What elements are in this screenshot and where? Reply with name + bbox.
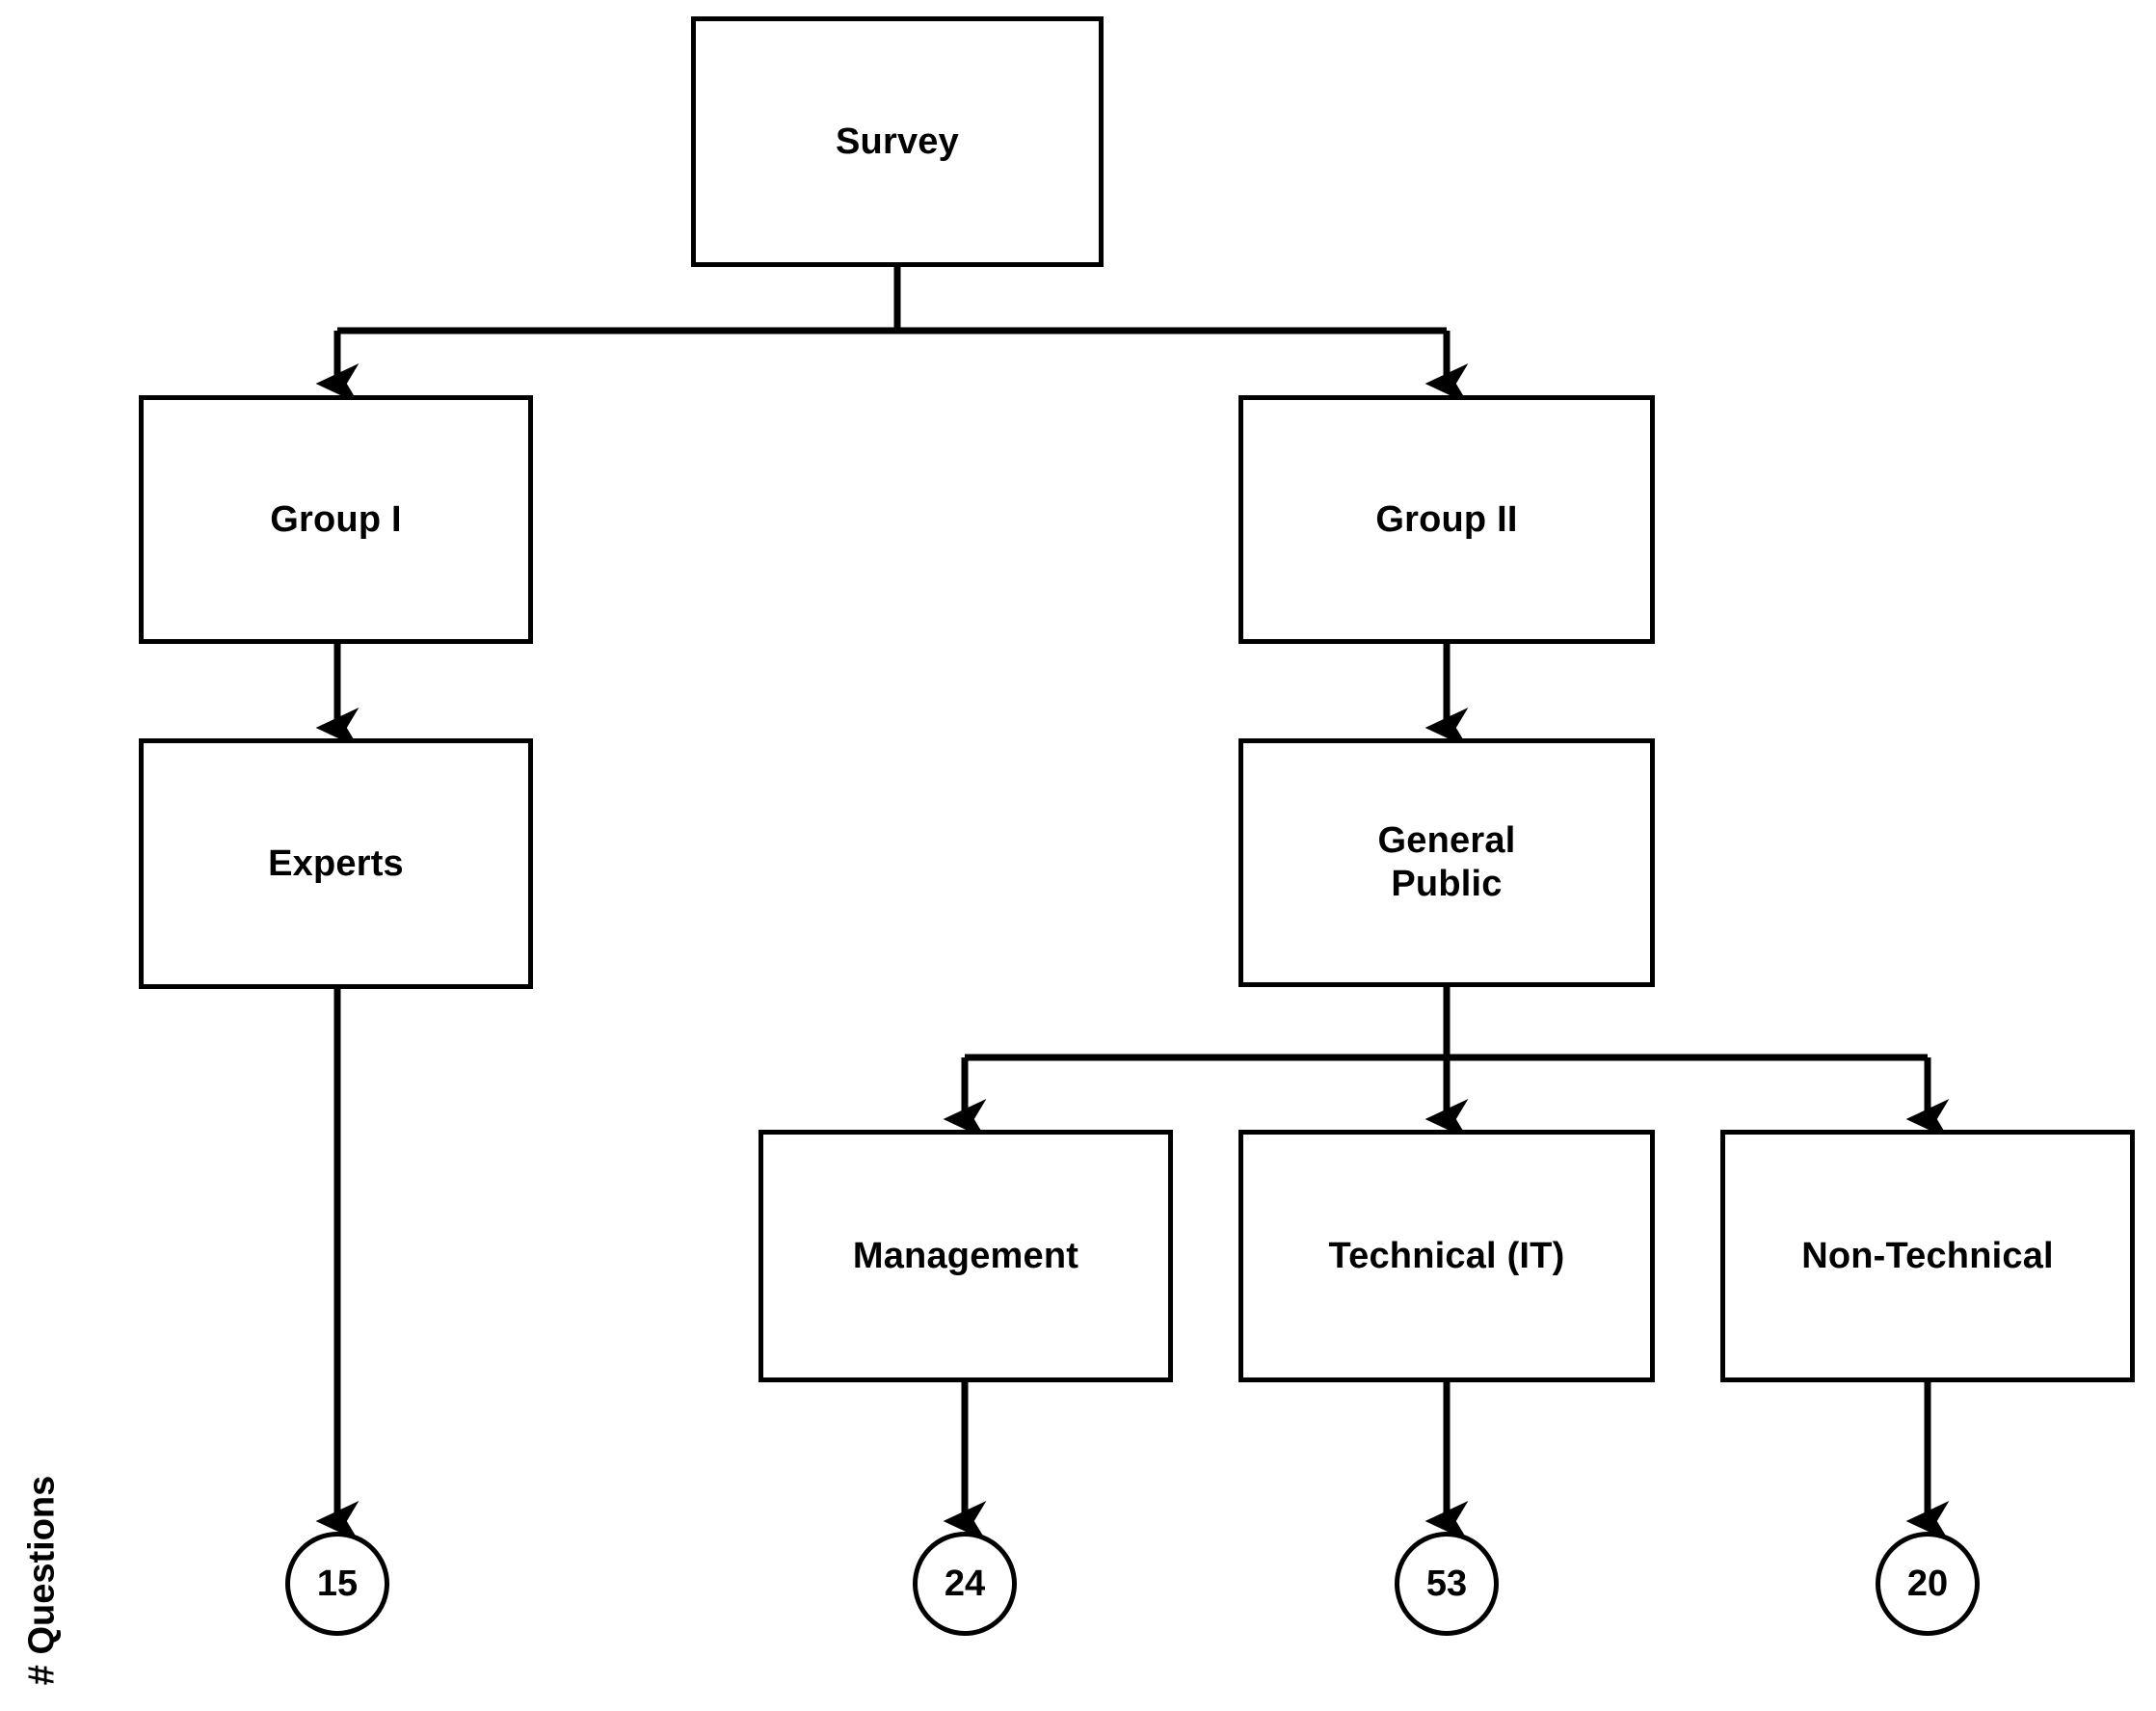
node-group-ii-label: Group II	[1375, 498, 1518, 540]
count-badge-management[interactable]: 24	[913, 1532, 1017, 1636]
node-general-public-label: General Public	[1377, 820, 1516, 904]
node-technical[interactable]: Technical (IT)	[1238, 1130, 1655, 1382]
node-management[interactable]: Management	[759, 1130, 1173, 1382]
node-group-i-label: Group I	[270, 498, 402, 540]
node-non-technical-label: Non-Technical	[1801, 1235, 2054, 1276]
questions-axis-caption: # Questions	[21, 1475, 63, 1686]
node-experts-label: Experts	[268, 842, 404, 884]
count-badge-experts-value: 15	[316, 1563, 359, 1604]
node-management-label: Management	[852, 1235, 1079, 1276]
count-badge-non-technical-value: 20	[1906, 1563, 1949, 1604]
node-group-ii[interactable]: Group II	[1238, 395, 1655, 644]
node-general-public[interactable]: General Public	[1238, 738, 1655, 987]
count-badge-technical[interactable]: 53	[1395, 1532, 1499, 1636]
node-group-i[interactable]: Group I	[139, 395, 533, 644]
count-badge-management-value: 24	[944, 1563, 986, 1604]
count-badge-technical-value: 53	[1425, 1563, 1468, 1604]
node-experts[interactable]: Experts	[139, 738, 533, 989]
count-badge-experts[interactable]: 15	[285, 1532, 389, 1636]
count-badge-non-technical[interactable]: 20	[1876, 1532, 1980, 1636]
node-technical-label: Technical (IT)	[1328, 1235, 1565, 1276]
node-survey[interactable]: Survey	[691, 16, 1104, 267]
node-survey-label: Survey	[836, 120, 959, 162]
node-non-technical[interactable]: Non-Technical	[1720, 1130, 2135, 1382]
